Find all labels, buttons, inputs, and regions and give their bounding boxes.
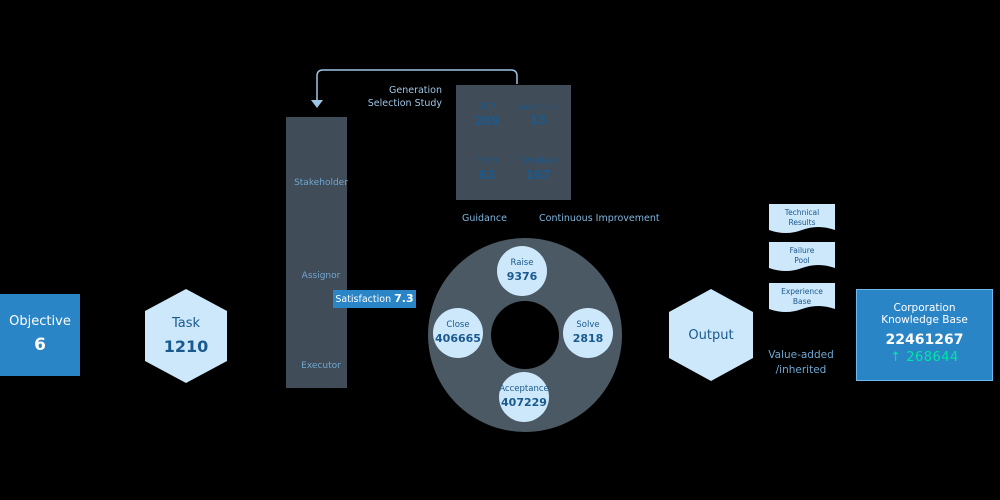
failure-pool-line1: Failure [789, 246, 815, 255]
knowledge-base-total: 22461267 [885, 332, 964, 348]
technical-results-line2: Results [788, 218, 816, 227]
raise-node[interactable] [497, 246, 547, 296]
generation-arrow [316, 69, 518, 100]
value-added-label: Value-added /inherited [756, 348, 846, 378]
task-value: 1210 [163, 337, 209, 356]
generation-line2: Selection Study [367, 98, 442, 109]
satisfaction-label: Satisfaction [335, 294, 392, 305]
role-column [286, 117, 347, 388]
assignor-label: Assignor [301, 271, 341, 281]
task-text: Task 1210 [146, 316, 226, 356]
specification-value: 13 [529, 113, 547, 127]
template-label: Template [518, 156, 558, 166]
knowledge-base-title-line2: Knowledge Base [881, 314, 968, 326]
experience-base-line1: Experience [781, 287, 823, 296]
raise-value: 9376 [506, 270, 538, 283]
task-label: Task [171, 316, 201, 331]
acceptance-value: 407229 [501, 396, 547, 409]
executor-label: Executor [301, 361, 341, 371]
objective-value: 6 [34, 335, 46, 355]
close-value: 406665 [435, 332, 481, 345]
template-value: 167 [525, 168, 551, 182]
sop-label: SOP [478, 102, 496, 112]
solve-text: Solve 2818 [548, 320, 628, 345]
close-text: Close 406665 [418, 320, 498, 345]
experience-base-line2: Base [792, 297, 812, 306]
cycle-hole [491, 301, 559, 369]
generation-arrowhead [311, 100, 323, 108]
objective-label: Objective [9, 314, 71, 329]
output-hexagon [669, 289, 753, 381]
close-node[interactable] [433, 308, 483, 358]
acceptance-text: Acceptance 407229 [484, 384, 564, 409]
document-panel [456, 85, 571, 200]
value-added-line1: Value-added [768, 349, 834, 361]
stakeholder-label: Stakeholder [294, 178, 348, 188]
form-label: Form [476, 156, 498, 166]
specification-label: Specification [517, 103, 559, 111]
solve-value: 2818 [572, 332, 604, 345]
technical-results-line1: Technical [784, 208, 820, 217]
technical-results-text: Technical Results [769, 208, 835, 228]
raise-text: Raise 9376 [482, 258, 562, 283]
task-hexagon [145, 289, 227, 383]
value-added-line2: /inherited [775, 364, 827, 376]
satisfaction-value: 7.3 [394, 292, 414, 305]
generation-label: Generation Selection Study [362, 84, 442, 110]
template-text: Template 167 [516, 156, 560, 182]
failure-pool-text: Failure Pool [769, 246, 835, 266]
acceptance-node[interactable] [499, 372, 549, 422]
knowledge-base-title-line1: Corporation [893, 302, 956, 314]
knowledge-base-delta: ↑ 268644 [890, 350, 959, 365]
generation-line1: Generation [389, 85, 442, 96]
experience-base-text: Experience Base [769, 287, 835, 307]
continuous-improvement-label: Continuous Improvement [539, 213, 660, 224]
failure-pool-card[interactable] [769, 242, 835, 271]
sop-text: SOP 209 [465, 102, 509, 128]
technical-results-card[interactable] [769, 204, 835, 233]
satisfaction-badge: Satisfaction 7.3 [333, 290, 416, 308]
guidance-label: Guidance [462, 213, 507, 224]
experience-base-card[interactable] [769, 283, 835, 312]
specification-text: Specification 13 [516, 103, 560, 127]
solve-node[interactable] [563, 308, 613, 358]
objective-box[interactable]: Objective 6 [0, 294, 80, 376]
failure-pool-line2: Pool [794, 256, 810, 265]
form-value: 63 [478, 168, 496, 182]
sop-value: 209 [474, 114, 500, 128]
raise-label: Raise [510, 258, 534, 268]
knowledge-base-box[interactable]: Corporation Knowledge Base 22461267 ↑ 26… [856, 289, 993, 381]
output-label: Output [688, 328, 734, 343]
acceptance-label: Acceptance [499, 384, 549, 394]
close-label: Close [446, 320, 470, 330]
solve-label: Solve [576, 320, 600, 330]
form-text: Form 63 [465, 156, 509, 182]
